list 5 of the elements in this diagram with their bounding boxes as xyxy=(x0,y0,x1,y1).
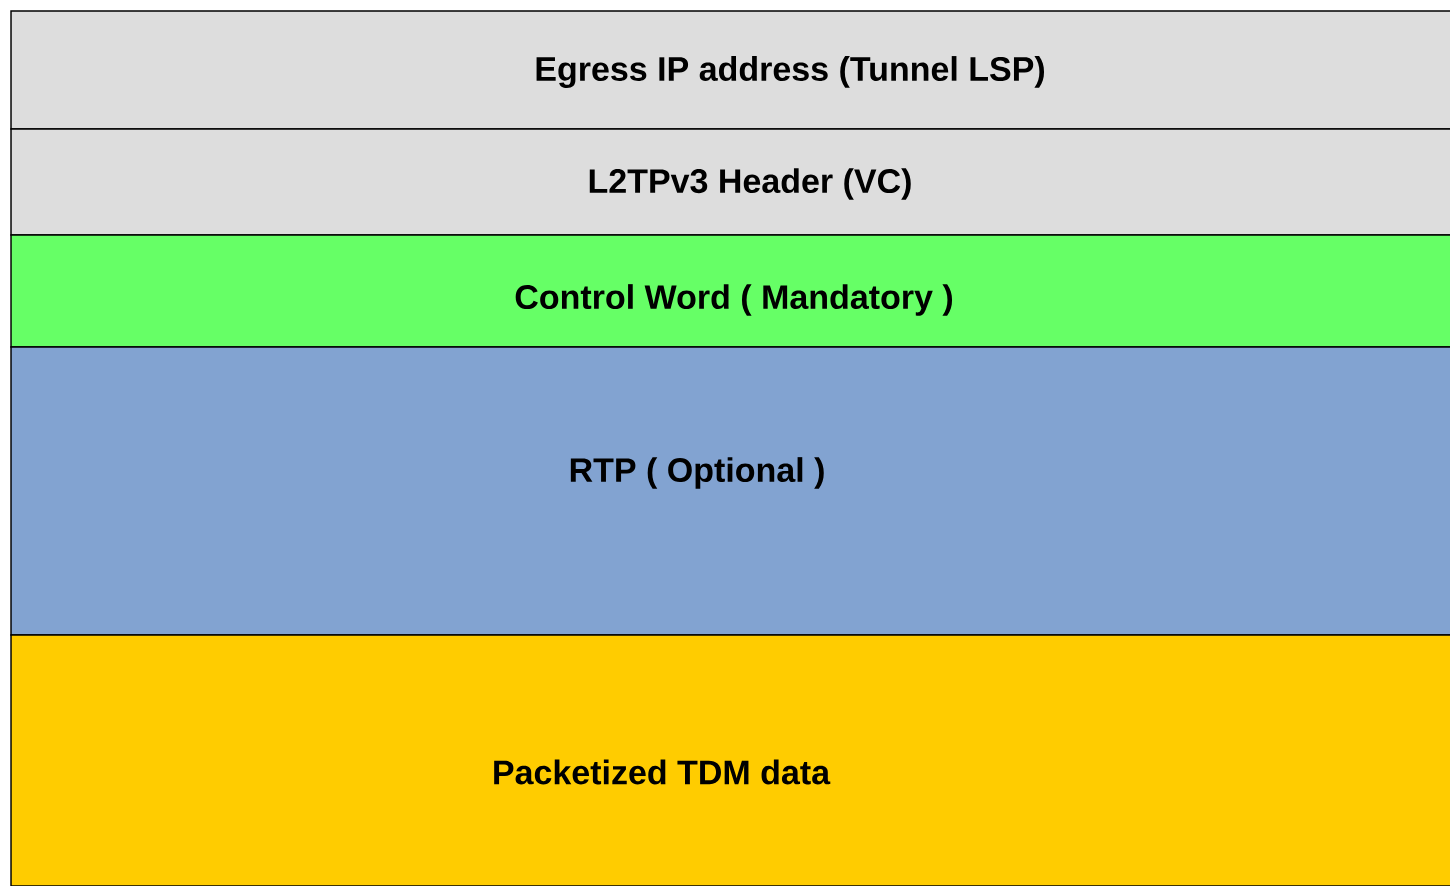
layer-band: Packetized TDM data xyxy=(10,634,1450,886)
layer-band: Egress IP address (Tunnel LSP) xyxy=(10,10,1450,130)
layer-band: Control Word ( Mandatory ) xyxy=(10,234,1450,348)
layer-band: L2TPv3 Header (VC) xyxy=(10,128,1450,236)
layer-band: RTP ( Optional ) xyxy=(10,346,1450,636)
